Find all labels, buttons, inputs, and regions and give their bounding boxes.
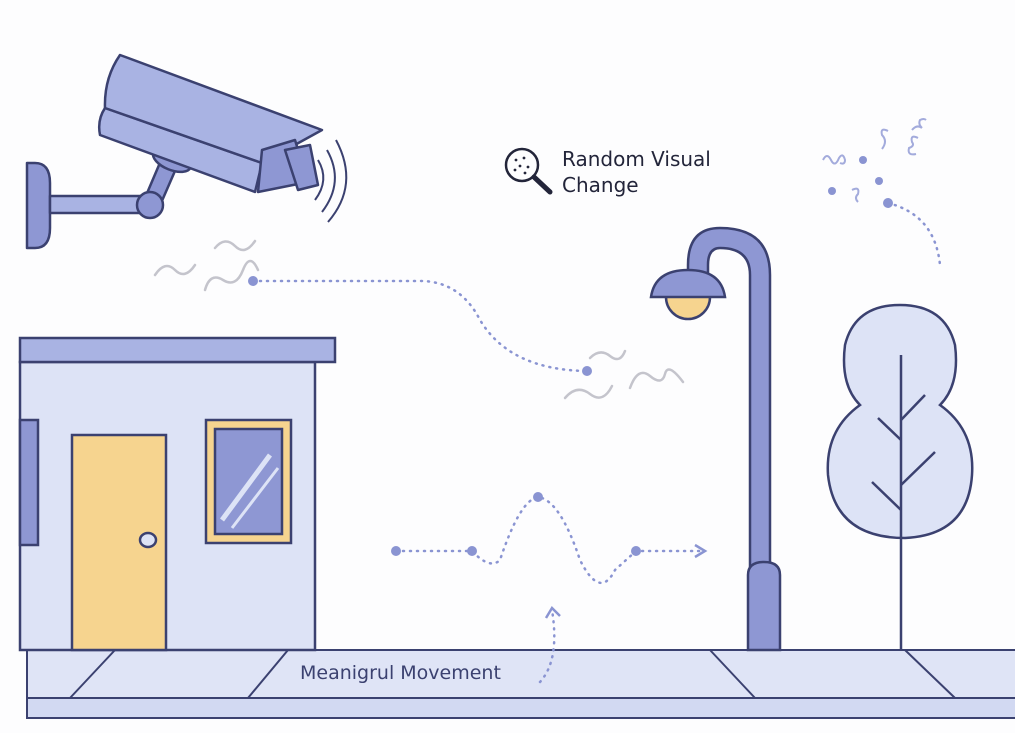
random-visual-change-label: Random Visual Change	[562, 146, 732, 198]
random-noise-glyphs	[822, 118, 927, 203]
motion-paths	[251, 201, 942, 684]
noise-squiggles	[153, 239, 685, 400]
street-lamp-icon	[649, 226, 782, 652]
house-icon	[18, 336, 337, 652]
sidewalk	[26, 649, 1015, 719]
door-knob	[138, 531, 158, 549]
tree-icon	[826, 303, 974, 650]
random-visual-change-text: Random Visual Change	[562, 147, 711, 197]
security-camera-icon	[25, 53, 348, 250]
meaningful-movement-label: Meanigrul Movement	[300, 662, 501, 684]
arrow-head-icon	[544, 543, 708, 619]
magnifier-noise-icon	[504, 147, 553, 195]
motion-dots	[248, 156, 893, 556]
